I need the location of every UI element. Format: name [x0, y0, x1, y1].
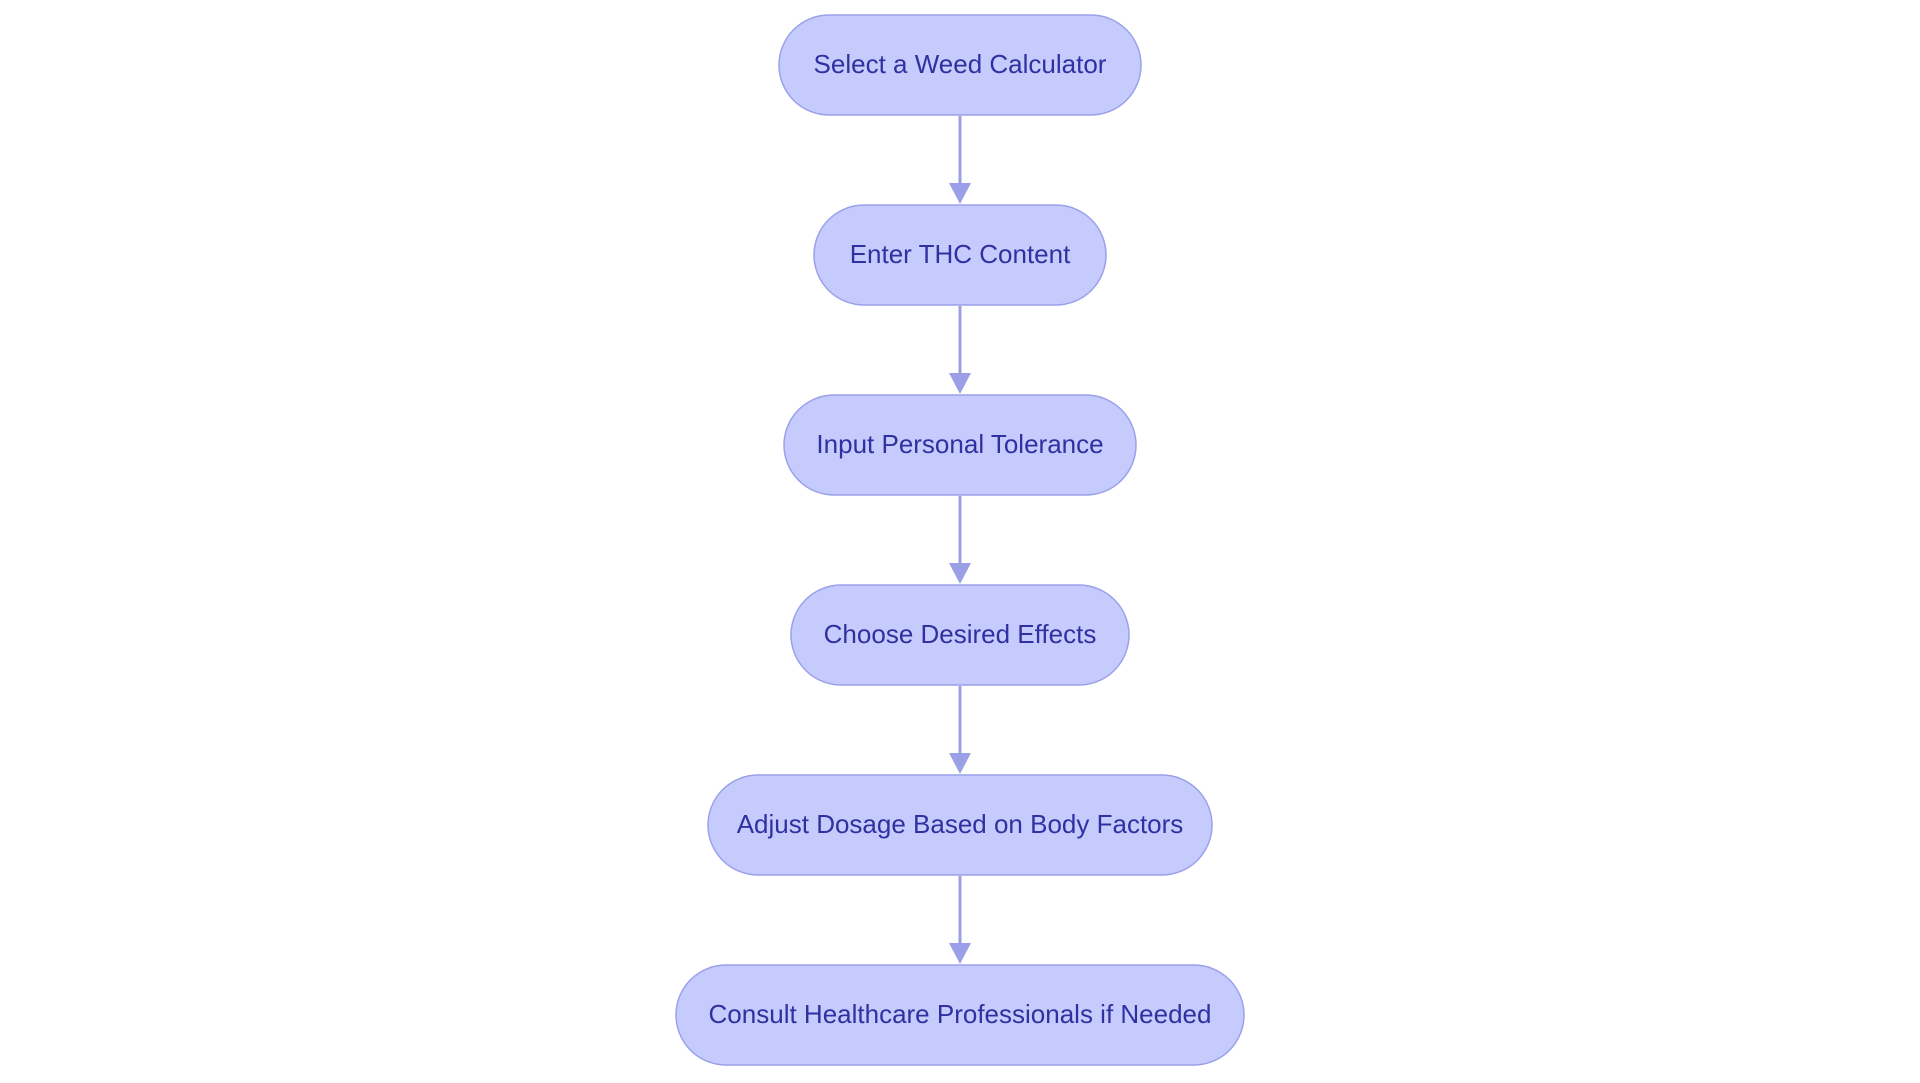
node-shape [790, 584, 1130, 686]
flow-node-adjust-dosage: Adjust Dosage Based on Body Factors [707, 774, 1213, 876]
node-label: Choose Desired Effects [824, 619, 1097, 649]
edge-n1-n2 [949, 116, 971, 204]
flow-node-consult-professionals: Consult Healthcare Professionals if Need… [675, 964, 1245, 1066]
arrowhead-icon [949, 753, 971, 774]
arrowhead-icon [949, 943, 971, 964]
edge-n3-n4 [949, 496, 971, 584]
edge-n5-n6 [949, 876, 971, 964]
node-shape [675, 964, 1245, 1066]
node-label: Enter THC Content [850, 239, 1071, 269]
node-label: Input Personal Tolerance [816, 429, 1103, 459]
node-label: Select a Weed Calculator [814, 49, 1107, 79]
node-shape [783, 394, 1137, 496]
node-shape [813, 204, 1107, 306]
node-label: Adjust Dosage Based on Body Factors [737, 809, 1184, 839]
node-shape [707, 774, 1213, 876]
flow-node-input-tolerance: Input Personal Tolerance [783, 394, 1137, 496]
node-shape [778, 14, 1142, 116]
flow-node-choose-effects: Choose Desired Effects [790, 584, 1130, 686]
node-label: Consult Healthcare Professionals if Need… [709, 999, 1212, 1029]
flow-node-enter-thc: Enter THC Content [813, 204, 1107, 306]
arrowhead-icon [949, 563, 971, 584]
edge-n4-n5 [949, 686, 971, 774]
edge-n2-n3 [949, 306, 971, 394]
arrowhead-icon [949, 183, 971, 204]
flow-node-select-calculator: Select a Weed Calculator [778, 14, 1142, 116]
arrowhead-icon [949, 373, 971, 394]
